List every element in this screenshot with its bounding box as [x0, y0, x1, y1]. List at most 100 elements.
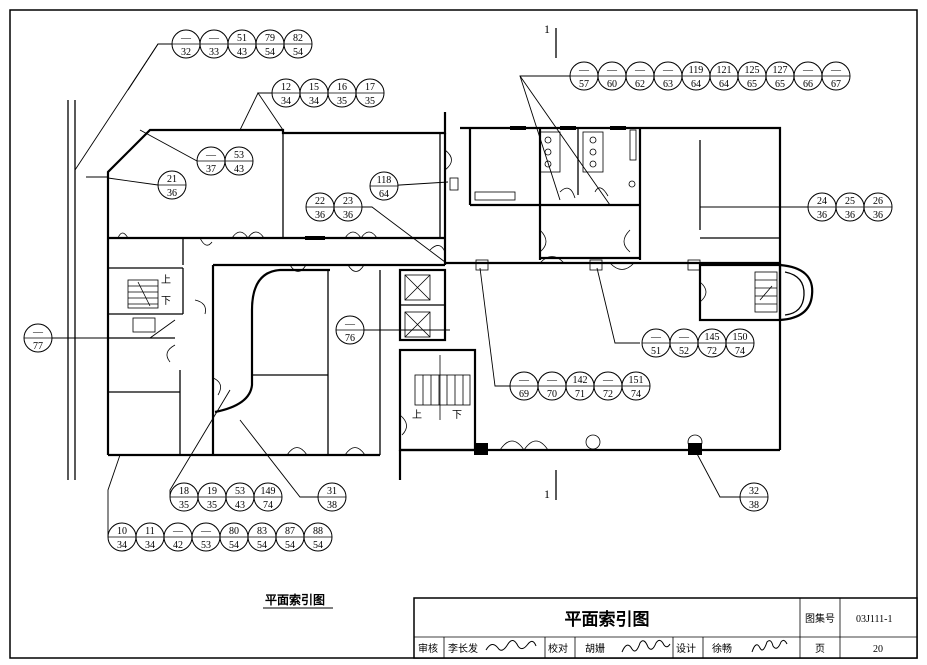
columns	[132, 126, 703, 455]
index-page-number: 42	[173, 540, 183, 551]
atlas-no-label: 图集号	[805, 612, 835, 625]
index-detail-number: 23	[343, 196, 353, 207]
index-page-number: 37	[206, 164, 216, 175]
index-detail-number: —	[205, 150, 217, 161]
index-page-number: 43	[234, 164, 244, 175]
designer-signature	[751, 639, 788, 653]
index-page-number: 36	[343, 210, 353, 221]
index-detail-number: —	[678, 332, 690, 343]
index-page-number: 66	[803, 79, 813, 90]
index-detail-number: —	[546, 375, 558, 386]
index-page-number: 71	[575, 389, 585, 400]
stairs	[127, 271, 778, 420]
index-page-number: 34	[145, 540, 155, 551]
index-detail-number: 11	[145, 526, 155, 537]
index-page-number: 64	[719, 79, 729, 90]
section-mark-top: 1	[544, 22, 550, 36]
title-block: 平面索引图 图集号 03J111-1 页 20 审核 李长发 校对 胡姗 设计 …	[413, 597, 918, 659]
index-detail-number: 18	[179, 486, 189, 497]
index-detail-number: 87	[285, 526, 295, 537]
index-page-number: 65	[775, 79, 785, 90]
index-page-number: 65	[747, 79, 757, 90]
index-page-number: 64	[379, 189, 389, 200]
stair-down-label: 下	[452, 410, 462, 421]
index-page-number: 34	[309, 96, 319, 107]
index-page-number: 74	[631, 389, 641, 400]
index-detail-number: —	[578, 65, 590, 76]
index-detail-number: 10	[117, 526, 127, 537]
index-page-number: 43	[235, 500, 245, 511]
index-group-g4: — 37 53 43	[196, 146, 254, 176]
index-detail-number: 83	[257, 526, 267, 537]
index-detail-number: —	[650, 332, 662, 343]
index-page-number: 53	[201, 540, 211, 551]
check-label: 校对	[548, 642, 568, 655]
index-page-number: 36	[167, 188, 177, 199]
index-page-number: 36	[845, 210, 855, 221]
index-group-g10: —76	[335, 315, 365, 345]
index-detail-number: 19	[207, 486, 217, 497]
index-page-number: 35	[365, 96, 375, 107]
index-detail-number: 12	[281, 82, 291, 93]
index-page-number: 51	[651, 346, 661, 357]
designer-name: 徐畅	[712, 642, 732, 655]
index-page-number: 54	[285, 540, 295, 551]
elevators	[404, 274, 431, 338]
index-detail-number: —	[662, 65, 674, 76]
building-walls	[67, 100, 814, 480]
index-detail-number: —	[830, 65, 842, 76]
index-page-number: 54	[257, 540, 267, 551]
drawing-caption: 平面索引图	[265, 592, 325, 607]
index-detail-number: 31	[327, 486, 337, 497]
index-detail-number: 149	[261, 486, 276, 497]
index-detail-number: 82	[293, 33, 303, 44]
index-page-number: 77	[33, 341, 43, 352]
index-detail-number: —	[602, 375, 614, 386]
index-detail-number: —	[172, 526, 184, 537]
stair-middle	[414, 355, 471, 420]
index-page-number: 70	[547, 389, 557, 400]
index-detail-number: 88	[313, 526, 323, 537]
index-page-number: 69	[519, 389, 529, 400]
index-detail-number: 16	[337, 82, 347, 93]
page-number: 20	[873, 644, 883, 655]
index-detail-number: 32	[749, 486, 759, 497]
index-page-number: 72	[603, 389, 613, 400]
stair-labels: 上 下 上 下	[161, 274, 462, 421]
stair-right	[754, 271, 778, 313]
index-detail-number: —	[606, 65, 618, 76]
reviewer-name: 李长发	[448, 642, 478, 655]
index-detail-number: 26	[873, 196, 883, 207]
index-detail-number: 145	[705, 332, 720, 343]
stair-up-label: 上	[412, 409, 422, 421]
reviewer-signature	[485, 640, 537, 651]
index-detail-number: —	[200, 526, 212, 537]
index-page-number: 34	[117, 540, 127, 551]
leader-lines	[50, 43, 808, 537]
index-page-number: 38	[327, 500, 337, 511]
index-page-number: 36	[817, 210, 827, 221]
design-label: 设计	[676, 642, 696, 655]
index-page-number: 74	[263, 500, 273, 511]
index-detail-number: 53	[234, 150, 244, 161]
index-page-number: 35	[179, 500, 189, 511]
index-detail-number: 79	[265, 33, 275, 44]
index-page-number: 72	[707, 346, 717, 357]
index-detail-number: —	[208, 33, 220, 44]
review-label: 审核	[418, 642, 438, 655]
stair-up-label: 上	[161, 274, 171, 286]
